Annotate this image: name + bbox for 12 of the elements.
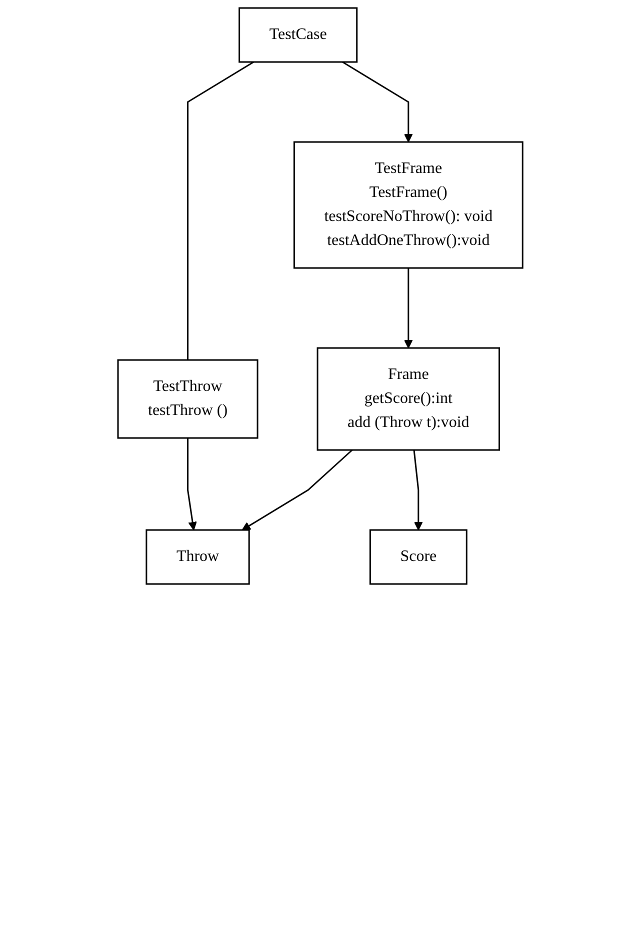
arrow xyxy=(242,449,353,530)
connector xyxy=(187,61,254,360)
arrow xyxy=(187,438,198,530)
node-box: Score xyxy=(370,529,468,585)
node-box: TestThrow testThrow () xyxy=(117,359,258,439)
node-box: Throw xyxy=(146,529,250,585)
node-box: Frame getScore():int add (Throw t):void xyxy=(316,347,500,451)
arrow xyxy=(342,61,413,142)
arrow xyxy=(404,268,413,348)
node-box: TestFrame TestFrame() testScoreNoThrow(): void testAddOneThrow():void xyxy=(294,141,524,269)
node-box: TestCase xyxy=(238,7,358,63)
arrow xyxy=(413,450,423,530)
